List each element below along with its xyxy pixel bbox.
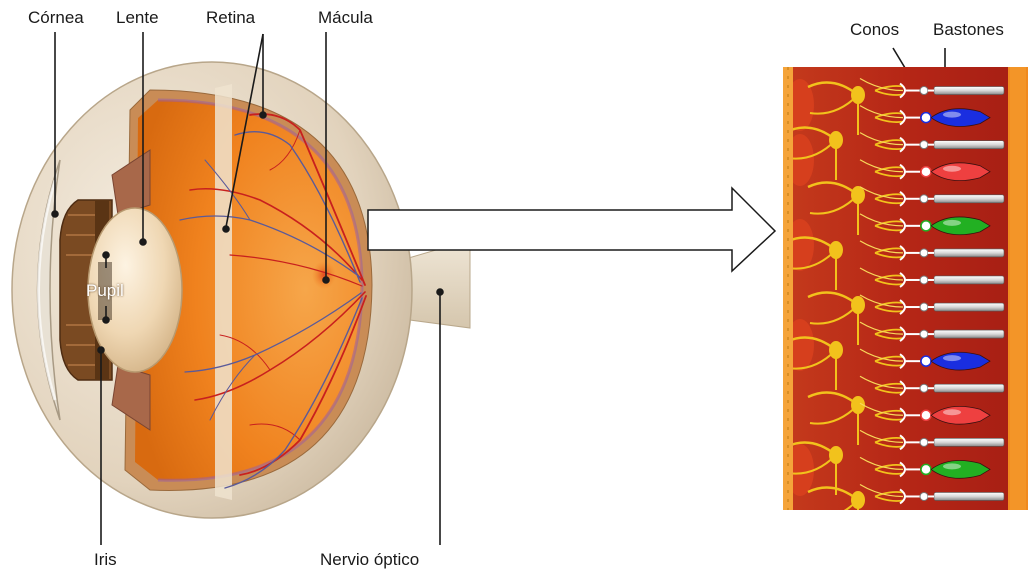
rod-cell [934,276,1004,284]
bipolar-cell [851,86,865,104]
rod-cell [934,492,1004,500]
label-conos: Conos [850,20,899,40]
cone-nucleus [921,113,931,123]
rod-nucleus [920,141,928,149]
label-macula: Mácula [318,8,373,28]
rod-cell [934,141,1004,149]
rod-nucleus [920,492,928,500]
rod-nucleus [920,384,928,392]
bipolar-cell [829,131,843,149]
rod-nucleus [920,276,928,284]
rod-nucleus [920,330,928,338]
rod-nucleus [920,87,928,95]
rod-nucleus [920,303,928,311]
cone-highlight [943,409,961,415]
cone-highlight [943,355,961,361]
cone-nucleus [921,356,931,366]
rod-nucleus [920,249,928,257]
rod-cell [934,438,1004,446]
rod-cell [934,384,1004,392]
label-bastones: Bastones [933,20,1004,40]
label-pupil: Pupil [86,281,124,301]
bipolar-cell [829,341,843,359]
rod-cell [934,330,1004,338]
cone-nucleus [921,464,931,474]
rod-nucleus [920,438,928,446]
cone-highlight [943,166,961,172]
rod-nucleus [920,195,928,203]
bipolar-cell [829,446,843,464]
rod-cell [934,87,1004,95]
bipolar-cell [829,241,843,259]
label-cornea: Córnea [28,8,84,28]
cone-highlight [943,112,961,118]
bipolar-cell [851,296,865,314]
cone-highlight [943,463,961,469]
rod-cell [934,303,1004,311]
label-lente: Lente [116,8,159,28]
cone-highlight [943,220,961,226]
retina-panel [783,67,1028,540]
label-retina: Retina [206,8,255,28]
label-nervio-optico: Nervio óptico [320,550,419,570]
bipolar-cell [851,491,865,509]
cone-nucleus [921,167,931,177]
cone-nucleus [921,221,931,231]
rod-cell [934,249,1004,257]
label-iris: Iris [94,550,117,570]
rod-cell [934,195,1004,203]
cone-nucleus [921,410,931,420]
